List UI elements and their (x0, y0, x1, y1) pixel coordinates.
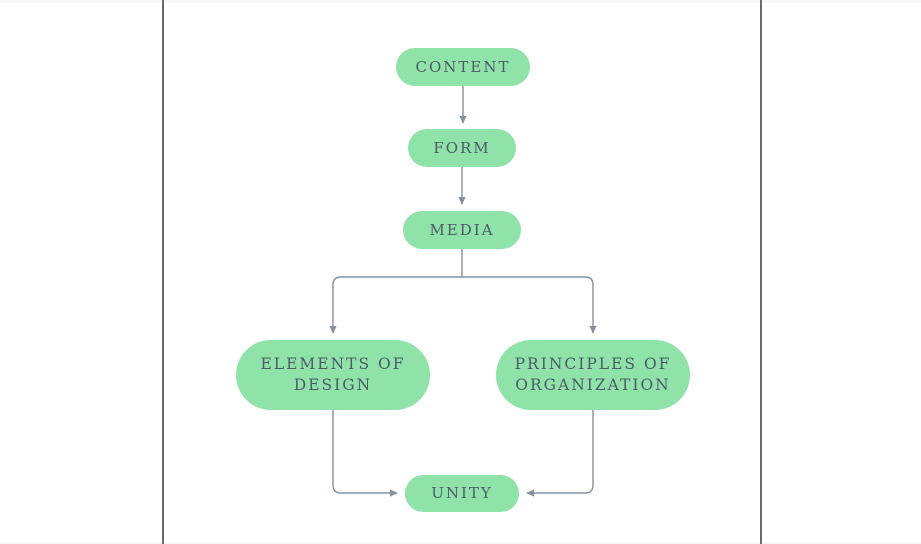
node-content-label: CONTENT (415, 57, 511, 76)
node-unity[interactable]: UNITY (405, 475, 519, 512)
edge-media-to-principles (462, 276, 597, 334)
edge-media-to-elements (329, 276, 462, 334)
node-form[interactable]: FORM (408, 129, 516, 167)
edge-principles-to-unity (526, 410, 594, 497)
page-bottom-edge (0, 542, 921, 544)
node-elements-of-design[interactable]: ELEMENTS OF DESIGN (236, 340, 430, 410)
edge-elements-to-unity (332, 410, 398, 497)
node-form-label: FORM (433, 138, 491, 157)
node-media[interactable]: MEDIA (403, 211, 521, 249)
page-top-edge (0, 0, 921, 3)
node-principles-of-organization[interactable]: PRINCIPLES OF ORGANIZATION (496, 340, 690, 410)
left-margin-rule (162, 0, 164, 544)
node-elements-of-design-label: ELEMENTS OF DESIGN (260, 355, 406, 394)
node-principles-of-organization-label: PRINCIPLES OF ORGANIZATION (514, 355, 672, 394)
right-margin-rule (760, 0, 762, 544)
node-unity-label: UNITY (431, 484, 493, 502)
node-content[interactable]: CONTENT (396, 48, 530, 86)
node-media-label: MEDIA (429, 220, 495, 239)
